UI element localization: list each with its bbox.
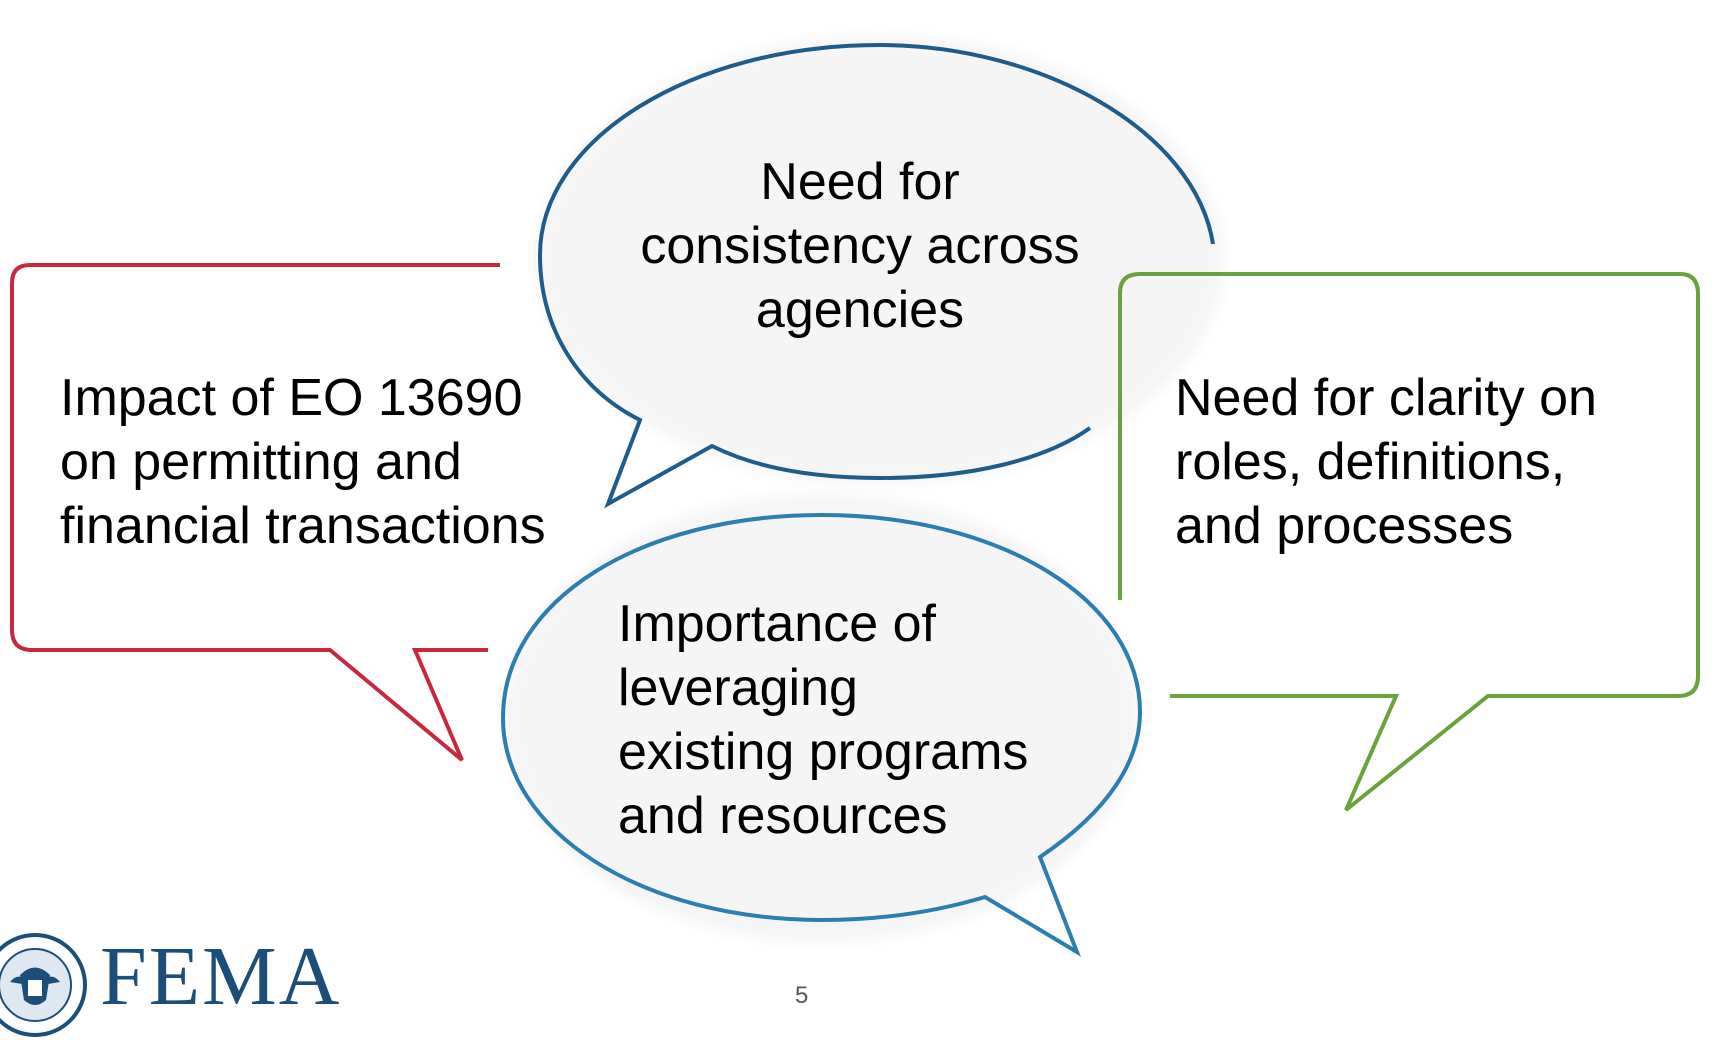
bottom-bubble-line: leveraging bbox=[618, 659, 858, 717]
bottom-bubble-line: and resources bbox=[618, 787, 948, 845]
speech-bubbles-graphic bbox=[10, 35, 1700, 957]
dhs-seal-icon bbox=[0, 933, 87, 1037]
top-bubble-line: consistency across bbox=[640, 217, 1080, 275]
red-bubble-line: financial transactions bbox=[60, 497, 546, 555]
red-speech-bubble bbox=[10, 263, 500, 762]
green-bubble-line: and processes bbox=[1175, 497, 1514, 555]
top-bubble-line: Need for bbox=[760, 153, 960, 211]
bottom-bubble-line: Importance of bbox=[618, 595, 936, 653]
bottom-blue-speech-bubble bbox=[500, 512, 1143, 957]
fema-wordmark: FEMA bbox=[100, 930, 342, 1023]
top-bubble-text: Need for consistency across agencies bbox=[600, 150, 1120, 342]
slide: Impact of EO 13690 on permitting and fin… bbox=[0, 35, 1700, 1037]
red-bubble-text: Impact of EO 13690 on permitting and fin… bbox=[60, 366, 546, 558]
bottom-bubble-line: existing programs bbox=[618, 723, 1029, 781]
top-blue-speech-bubble bbox=[537, 42, 1215, 509]
bottom-bubble-text: Importance of leveraging existing progra… bbox=[618, 592, 1028, 848]
green-speech-bubble bbox=[1118, 272, 1700, 812]
fema-logo: FEMA bbox=[0, 930, 339, 1037]
red-bubble-line: Impact of EO 13690 bbox=[60, 369, 523, 427]
top-bubble-line: agencies bbox=[755, 281, 965, 339]
green-bubble-line: Need for clarity on bbox=[1175, 369, 1597, 427]
bubble-halo bbox=[504, 35, 1225, 943]
page-number: 5 bbox=[795, 982, 809, 1009]
green-bubble-line: roles, definitions, bbox=[1175, 433, 1566, 491]
red-bubble-line: on permitting and bbox=[60, 433, 462, 491]
green-bubble-text: Need for clarity on roles, definitions, … bbox=[1175, 366, 1597, 558]
